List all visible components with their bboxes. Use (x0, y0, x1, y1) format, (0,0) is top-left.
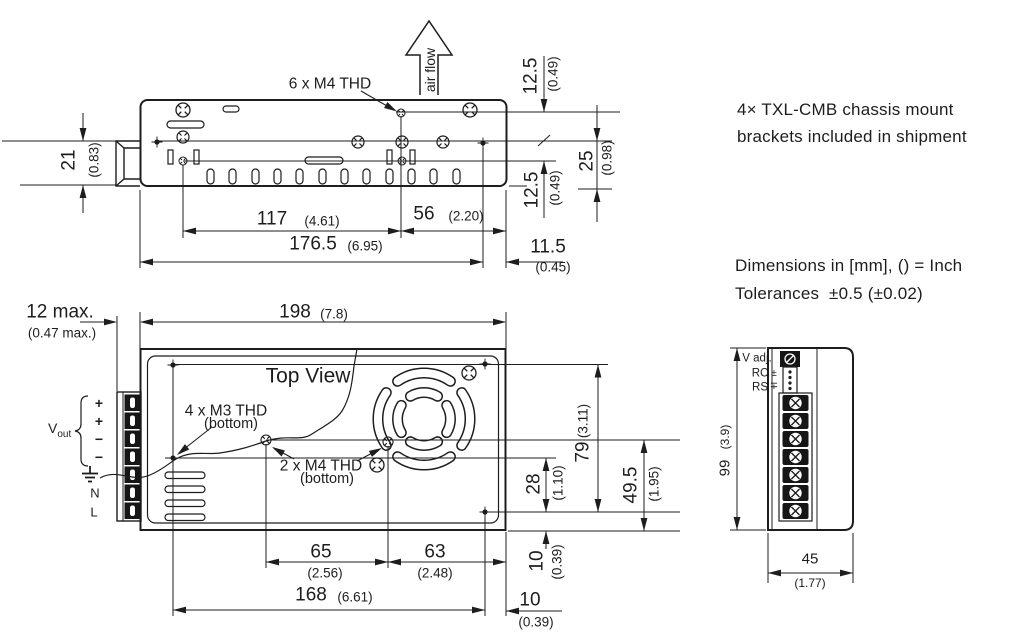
pin-polarity-upper: ± (771, 368, 777, 379)
dim-49-5-mm: 49.5 (620, 466, 642, 504)
dim-56-inch: (2.20) (448, 208, 484, 224)
bracket-note-line1: 4× TXL-CMB chassis mount (737, 100, 954, 119)
dim-21-mm: 21 (58, 149, 80, 171)
dim-12-5-top-inch: (0.49) (545, 56, 561, 92)
dim-10-bottom-mm: 10 (519, 589, 541, 611)
side-vertical-dims (79, 56, 601, 222)
vadj-potentiometer (780, 351, 800, 367)
top-view-title: Top View (265, 364, 351, 388)
side-vent-slots (166, 105, 461, 185)
m4-leader (360, 90, 400, 115)
terminal-label-n: N (90, 485, 100, 501)
dim-21-inch: (0.83) (86, 142, 102, 178)
dim-79-inch: (3.11) (575, 403, 591, 439)
dim-117-mm: 117 (256, 208, 288, 230)
dim-117-inch: (4.61) (304, 213, 340, 229)
dim-56-mm: 56 (413, 203, 435, 225)
dim-49-5-inch: (1.95) (646, 466, 662, 502)
terminal-label-minus1: − (94, 431, 104, 447)
dim-10-side-mm: 10 (526, 550, 548, 572)
terminal-label-plus1: + (94, 395, 104, 411)
dim-11-5-inch: (0.45) (535, 259, 571, 275)
thread-label-m4-line1: 2 x M4 THD (279, 457, 363, 475)
screw-terminal-strip (778, 392, 813, 522)
break-line (99, 348, 358, 479)
dimension-note-line1: Dimensions in [mm], () = Inch (735, 256, 963, 275)
dim-99-inch: (3.9) (718, 424, 732, 450)
signal-connector (782, 366, 798, 394)
rc-label: RC (751, 367, 769, 380)
thread-leaders (174, 426, 385, 462)
vadj-label: V adj. (742, 352, 772, 365)
thread-label-m3-line2: (bottom) (204, 415, 258, 432)
dim-10-side-inch: (0.39) (549, 544, 565, 580)
dim-198-inch: (7.8) (320, 306, 348, 322)
terminal-label-plus2: + (94, 413, 104, 429)
dim-12-5-bot-mm: 12.5 (521, 171, 543, 209)
terminal-label-l: L (90, 504, 98, 520)
bracket-note-line2: brackets included in shipment (737, 127, 967, 146)
dim-168-inch: (6.61) (337, 589, 373, 605)
dim-63-mm: 63 (424, 541, 446, 563)
dim-65-mm: 65 (310, 541, 332, 563)
dim-28-mm: 28 (523, 473, 545, 495)
dim-63-inch: (2.48) (417, 565, 453, 581)
dim-176-5-inch: (6.95) (347, 238, 383, 254)
side-dim-lines (139, 227, 563, 266)
dim-10-bottom-inch: (0.39) (518, 614, 554, 630)
top-vent-slots (164, 471, 206, 522)
dim-65-inch: (2.56) (307, 565, 343, 581)
dim-11-5-mm: 11.5 (530, 236, 566, 258)
dim-79-mm: 79 (572, 441, 594, 463)
front-dim-lines (730, 347, 854, 583)
dim-99-mm: 99 (716, 459, 734, 477)
pin-polarity-lower: ∓ (769, 381, 779, 392)
dim-45-mm: 45 (801, 550, 819, 568)
dim-176-5-mm: 176.5 (289, 233, 337, 255)
vout-label: Vout (48, 420, 72, 440)
top-dim-lines (80, 318, 648, 615)
fan-grille (372, 367, 476, 471)
thread-label-m4-side: 6 x M4 THD (288, 75, 372, 93)
side-view-linework (2, 19, 620, 268)
air-flow-arrow (404, 19, 454, 95)
dim-198-mm: 198 (279, 301, 311, 323)
vout-brace (74, 395, 89, 467)
dim-12max-inch: (0.47 max.) (27, 325, 97, 341)
air-flow-label: air flow (422, 47, 438, 93)
dim-25-inch: (0.98) (599, 140, 615, 176)
terminal-label-minus2: − (94, 449, 104, 465)
dim-25-mm: 25 (576, 150, 598, 172)
dim-12-5-top-mm: 12.5 (520, 57, 542, 95)
top-view-linework (74, 312, 680, 616)
output-terminal-block (116, 391, 142, 522)
dimension-note-line2: Tolerances ±0.5 (±0.02) (735, 284, 923, 303)
front-view-linework (730, 347, 854, 583)
thread-label-m3-line1: 4 x M3 THD (184, 402, 268, 420)
rs-label: RS (752, 381, 768, 394)
dim-168-mm: 168 (295, 584, 327, 606)
ground-icon (82, 466, 98, 483)
dim-12-5-bot-inch: (0.49) (547, 170, 563, 206)
dim-45-inch: (1.77) (794, 576, 826, 590)
dim-28-inch: (1.10) (550, 465, 566, 501)
thread-label-m4-line2: (bottom) (300, 470, 354, 487)
bracket-profile (115, 140, 140, 187)
dim-12max-mm: 12 max. (26, 301, 94, 323)
